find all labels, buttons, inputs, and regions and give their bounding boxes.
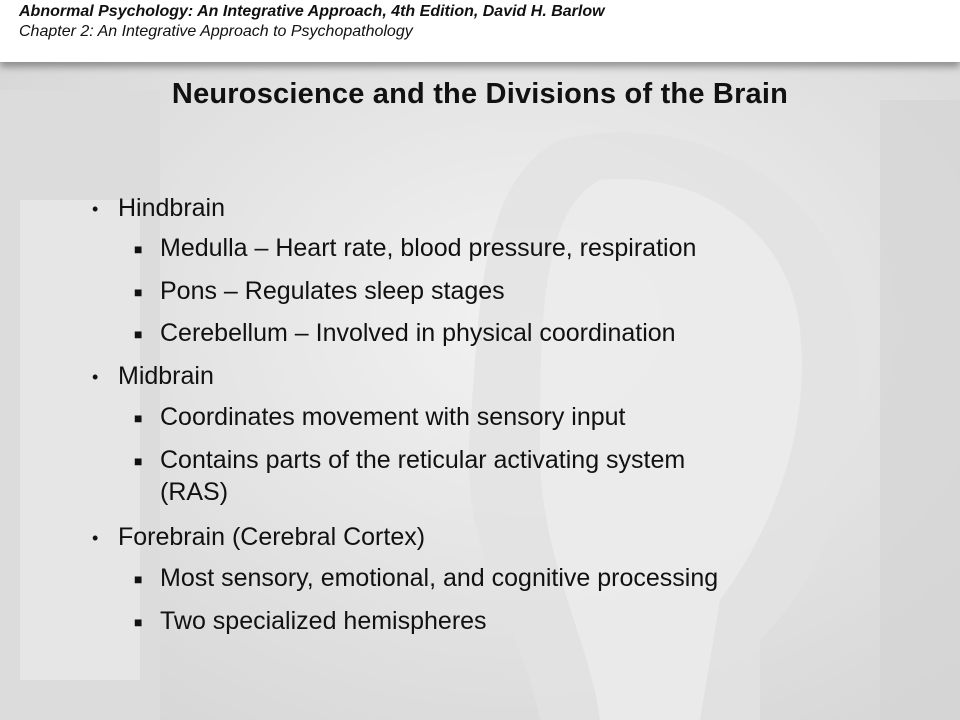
bullet-dot-icon: • xyxy=(92,367,99,387)
bullet-square-icon: ■ xyxy=(134,614,143,630)
bullet-square-icon: ■ xyxy=(134,326,143,342)
list-item-reticular-system: Contains parts of the reticular activati… xyxy=(160,446,686,474)
section-label-hindbrain: Hindbrain xyxy=(118,194,226,222)
list-item-coordinates-movement: Coordinates movement with sensory input xyxy=(160,403,626,431)
slide-title: Neuroscience and the Divisions of the Br… xyxy=(171,78,789,110)
list-item-sensory-processing: Most sensory, emotional, and cognitive p… xyxy=(160,564,719,592)
list-item-cerebellum: Cerebellum – Involved in physical coordi… xyxy=(160,319,676,347)
list-item-pons: Pons – Regulates sleep stages xyxy=(160,277,505,305)
bullet-square-icon: ■ xyxy=(134,410,143,426)
book-title: Abnormal Psychology: An Integrative Appr… xyxy=(19,3,605,20)
bullet-dot-icon: • xyxy=(92,199,99,219)
list-item-reticular-system-cont: (RAS) xyxy=(160,478,229,506)
bullet-square-icon: ■ xyxy=(134,571,143,587)
slide-header: Abnormal Psychology: An Integrative Appr… xyxy=(0,0,960,62)
bullet-dot-icon: • xyxy=(92,528,99,548)
section-label-midbrain: Midbrain xyxy=(118,362,214,390)
list-item-medulla: Medulla – Heart rate, blood pressure, re… xyxy=(160,234,697,262)
bullet-square-icon: ■ xyxy=(134,453,143,469)
bullet-square-icon: ■ xyxy=(134,284,143,300)
chapter-title: Chapter 2: An Integrative Approach to Ps… xyxy=(19,23,413,40)
bullet-square-icon: ■ xyxy=(134,241,143,257)
section-label-forebrain: Forebrain (Cerebral Cortex) xyxy=(118,523,426,551)
list-item-hemispheres: Two specialized hemispheres xyxy=(160,607,487,635)
